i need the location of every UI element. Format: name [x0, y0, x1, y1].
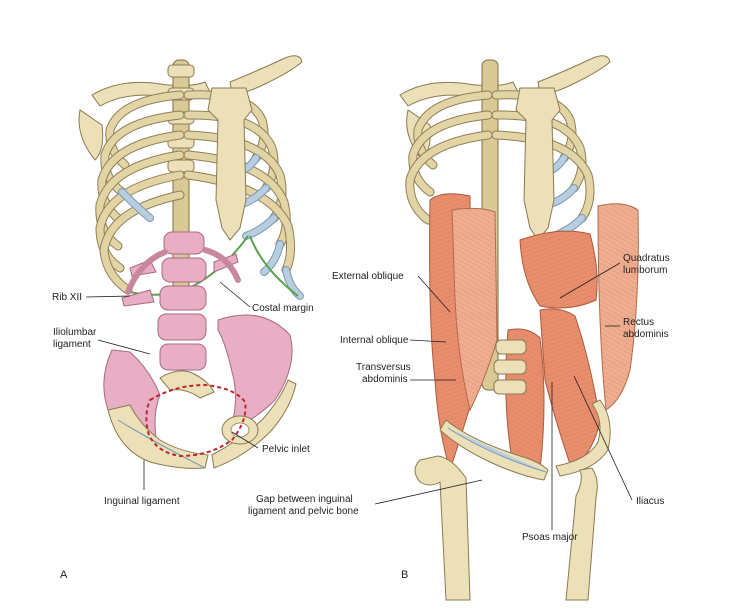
label-iliolumbar-1: Iliolumbar [53, 327, 97, 338]
panel-a-labels: Rib XII Costal margin Iliolumbar ligamen… [52, 292, 314, 581]
label-iliacus: Iliacus [636, 496, 664, 507]
panel-b-labels: External oblique Internal oblique Transv… [248, 253, 670, 581]
label-rectus-2: abdominis [623, 329, 669, 340]
label-transversus-2: abdominis [362, 374, 408, 385]
lumbar-spine-a [121, 231, 239, 371]
label-iliolumbar-2: ligament [53, 339, 91, 350]
sternum-b [515, 87, 561, 241]
label-external-oblique: External oblique [332, 271, 404, 282]
panel-a-illustration [78, 55, 304, 469]
label-pelvic-inlet: Pelvic inlet [262, 444, 310, 455]
label-quadratus-2: lumborum [623, 265, 667, 276]
panel-a-leaders [85, 281, 259, 490]
label-rib-xii: Rib XII [52, 292, 82, 303]
femur-b [414, 455, 598, 601]
label-inguinal-ligament: Inguinal ligament [104, 496, 180, 507]
panel-b-leaders [374, 262, 633, 530]
pelvis-a [103, 314, 297, 469]
label-internal-oblique: Internal oblique [340, 335, 409, 346]
label-psoas-major: Psoas major [522, 532, 578, 543]
label-costal-margin: Costal margin [252, 303, 314, 314]
panel-a-letter: A [60, 569, 68, 581]
panel-b-illustration [399, 55, 639, 601]
panel-b-letter: B [401, 569, 408, 581]
sternum-a [207, 87, 253, 241]
label-transversus-1: Transversus [356, 362, 411, 373]
label-rectus-1: Rectus [623, 317, 654, 328]
label-gap-1: Gap between inguinal [256, 494, 353, 505]
label-gap-2: ligament and pelvic bone [248, 506, 359, 517]
lumbar-spine-b [493, 339, 527, 395]
pelvis-b [439, 399, 611, 481]
label-quadratus-1: Quadratus [623, 253, 670, 264]
